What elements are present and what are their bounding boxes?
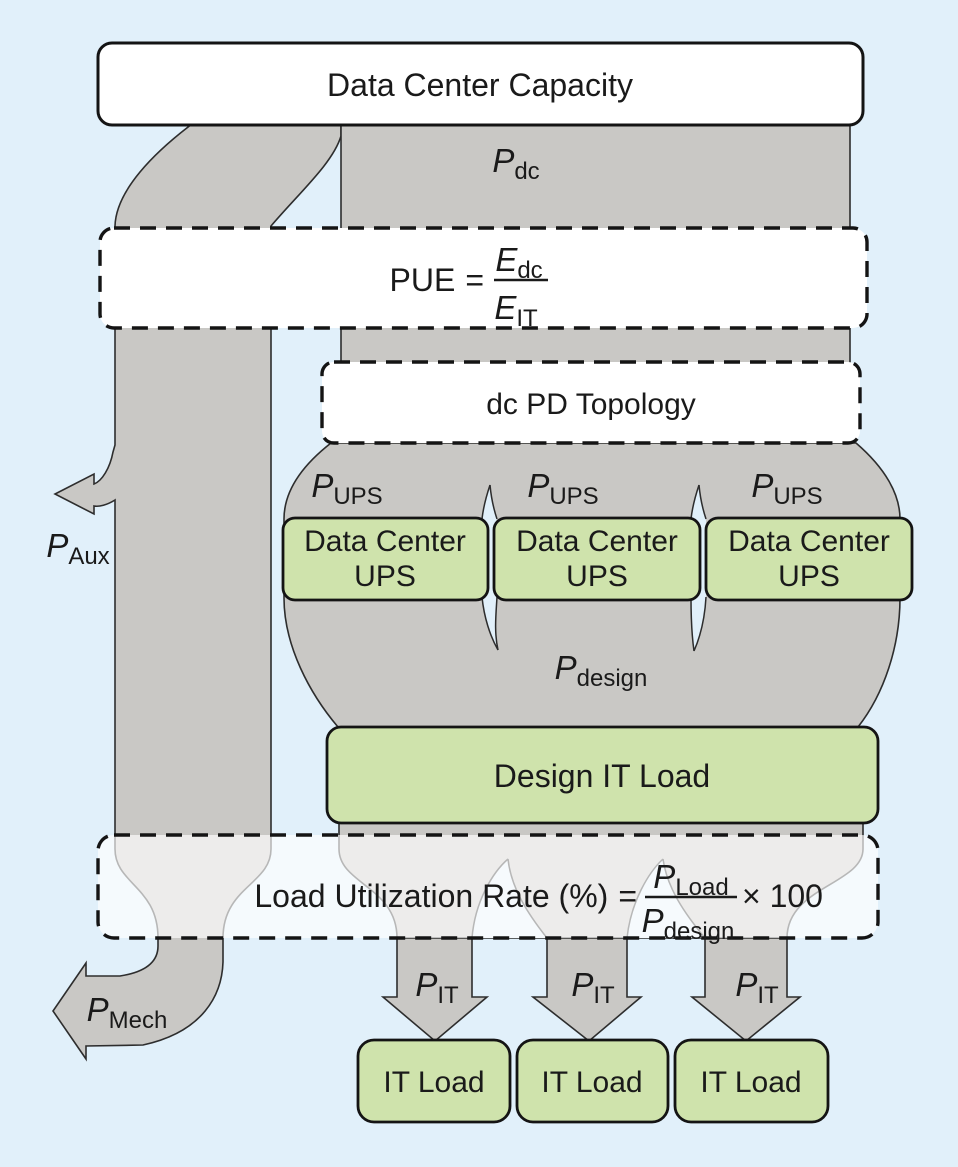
p-ups-sub: UPS <box>773 483 822 510</box>
ups-box-2-line2: UPS <box>566 560 628 593</box>
p-ups-base: P <box>311 467 333 504</box>
p-it-sub: IT <box>437 982 459 1009</box>
topology-label: dc PD Topology <box>486 388 696 421</box>
pue-denominator: EIT <box>494 289 538 332</box>
flow-sliver-edge <box>698 484 707 520</box>
lur-lhs: Load Utilization Rate (%) = <box>254 878 637 914</box>
p-ups-base: P <box>527 467 549 504</box>
p-aux-sub: Aux <box>68 543 109 570</box>
design-it-load-label: Design IT Load <box>494 758 710 794</box>
flow-sliver-edge <box>489 484 498 520</box>
lur-factor: × 100 <box>742 878 823 914</box>
pue-name: PUE <box>390 262 456 298</box>
lur-equals: = <box>618 878 637 914</box>
flow-it-arrow <box>689 937 803 1043</box>
flow-sliver-edge <box>693 596 707 652</box>
p-it-base: P <box>415 966 437 1003</box>
p-it-sub: IT <box>757 982 779 1009</box>
it-load-box-3 <box>673 1038 830 1124</box>
it-load-label-3: IT Load <box>700 1066 801 1099</box>
ups-box-3-line1: Data Center <box>728 525 890 558</box>
flow-it-arrow <box>530 937 644 1043</box>
design-it-load-box <box>325 725 880 825</box>
p-it-sub: IT <box>593 982 615 1009</box>
ups-box-3 <box>704 516 914 602</box>
lur-num-base: P <box>653 858 675 895</box>
flow-it-arrow <box>380 937 490 1043</box>
lur-den-base: P <box>642 902 664 939</box>
flow-sliver-edge <box>690 484 700 520</box>
p-dc-sub: dc <box>514 158 539 185</box>
p-aux-label: PAux <box>46 527 109 570</box>
p-design-sub: design <box>577 665 648 692</box>
p-mech-label: PMech <box>87 991 168 1034</box>
p-it-label: PIT <box>735 966 779 1009</box>
flow-sliver-edge <box>481 484 491 520</box>
ups-box-1-line1: Data Center <box>304 525 466 558</box>
pue-den-base: E <box>494 289 517 326</box>
flow-sliver-edge <box>481 596 499 651</box>
it-load-label-2: IT Load <box>541 1066 642 1099</box>
p-ups-label: PUPS <box>751 467 822 510</box>
p-ups-base: P <box>751 467 773 504</box>
p-it-base: P <box>735 966 757 1003</box>
capacity-label: Data Center Capacity <box>327 67 633 103</box>
lur-denominator: Pdesign <box>642 902 735 945</box>
ups-box-3-line2: UPS <box>778 560 840 593</box>
p-it-label: PIT <box>571 966 615 1009</box>
p-ups-sub: UPS <box>333 483 382 510</box>
p-dc-label: Pdc <box>492 142 539 185</box>
it-load-label-1: IT Load <box>383 1066 484 1099</box>
p-design-base: P <box>555 649 577 686</box>
topology-box <box>320 360 862 445</box>
pue-box <box>98 226 869 330</box>
flow-sliver-edge <box>494 596 499 651</box>
flow-sliver-edge <box>690 596 695 652</box>
lur-name: Load Utilization Rate (%) <box>254 878 608 914</box>
pue-equals: = <box>465 262 484 298</box>
ups-box-1 <box>281 516 490 602</box>
it-load-box-2 <box>515 1038 670 1124</box>
capacity-box <box>96 41 865 127</box>
p-ups-label: PUPS <box>311 467 382 510</box>
ups-box-1-line2: UPS <box>354 560 416 593</box>
p-it-base: P <box>571 966 593 1003</box>
pue-num-base: E <box>495 241 518 278</box>
p-ups-sub: UPS <box>549 483 598 510</box>
p-dc-base: P <box>492 142 514 179</box>
lur-box <box>96 833 880 940</box>
pue-lhs: PUE= <box>390 262 484 298</box>
it-load-box-1 <box>356 1038 512 1124</box>
lur-box-fill <box>98 835 878 938</box>
p-design-label: Pdesign <box>555 649 648 692</box>
p-mech-base: P <box>87 991 109 1028</box>
p-ups-label: PUPS <box>527 467 598 510</box>
p-mech-sub: Mech <box>109 1007 168 1034</box>
pue-den-sub: IT <box>516 305 538 332</box>
p-it-label: PIT <box>415 966 459 1009</box>
lur-den-sub: design <box>664 918 735 945</box>
p-aux-base: P <box>46 527 68 564</box>
ups-box-2-line1: Data Center <box>516 525 678 558</box>
ups-box-2 <box>492 516 702 602</box>
